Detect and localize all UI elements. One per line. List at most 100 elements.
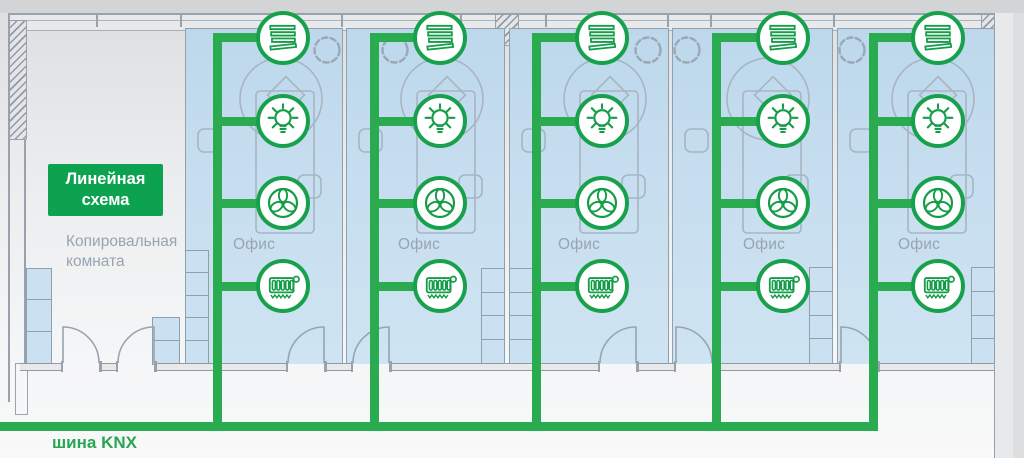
door-jamb (838, 361, 841, 372)
wall-tick (341, 13, 343, 27)
cabinet-cell (186, 273, 208, 296)
door-jamb (877, 361, 880, 372)
cabinet-cell (27, 332, 51, 362)
lighting-icon (413, 94, 467, 148)
cabinet-cell (972, 339, 994, 362)
blinds-icon (575, 11, 629, 65)
ventilation-icon-glyph (424, 187, 456, 219)
cabinet-cell (810, 339, 832, 362)
cabinet-cell (27, 300, 51, 332)
cabinet-cell (810, 292, 832, 316)
ventilation-icon (575, 176, 629, 230)
lighting-icon-glyph (586, 103, 618, 134)
door-jamb (636, 361, 639, 372)
wall-tick (460, 13, 462, 27)
door-jamb (285, 361, 288, 372)
left-wall-hatch (9, 20, 27, 140)
heating-icon-glyph (768, 275, 800, 300)
cabinet-cell (810, 268, 832, 292)
heating-icon-glyph (268, 275, 300, 300)
knx-trunk-line (213, 33, 222, 431)
knx-branch-line (378, 116, 440, 126)
cabinet-cell (482, 293, 504, 317)
lighting-icon-glyph (922, 103, 954, 134)
right-outer-wall (994, 13, 1014, 458)
blinds-icon-glyph (426, 24, 455, 51)
blinds-icon (413, 11, 467, 65)
heating-icon-glyph (923, 275, 955, 300)
wall-tick (180, 13, 182, 27)
wall-tick (833, 13, 835, 27)
wall-tick (710, 13, 712, 27)
knx-trunk-line (712, 33, 721, 431)
cabinet-cell (510, 340, 532, 363)
door-jamb (324, 361, 327, 372)
wall-segment (324, 363, 353, 371)
wall-segment (877, 363, 994, 371)
cabinet-cell (510, 316, 532, 340)
blinds-icon-glyph (269, 24, 298, 51)
knx-branch-line (877, 281, 938, 291)
door-jamb (115, 361, 118, 372)
wall-segment (99, 363, 118, 371)
door-jamb (99, 361, 102, 372)
knx-bus-label: шина KNX (52, 433, 137, 452)
wall-segment (636, 363, 676, 371)
ventilation-icon-glyph (922, 187, 954, 219)
wall-tick (667, 13, 669, 27)
knx-branch-line (877, 116, 938, 126)
cabinet-cell (27, 269, 51, 301)
copy-room-label: Копировальная комната (66, 233, 178, 270)
door-jamb (597, 361, 600, 372)
lighting-icon (256, 94, 310, 148)
door-jamb (350, 361, 353, 372)
cabinet-cell (186, 296, 208, 319)
blinds-icon-glyph (924, 24, 953, 51)
blinds-icon-glyph (769, 24, 798, 51)
ventilation-icon (756, 176, 810, 230)
top-margin-strip (0, 0, 1024, 13)
knx-branch-line (720, 116, 783, 126)
cabinet-cell (510, 293, 532, 317)
knx-branch-line (712, 33, 783, 42)
knx-branch-line (221, 281, 283, 291)
blinds-icon (256, 11, 310, 65)
blinds-icon-glyph (588, 24, 617, 51)
knx-branch-line (213, 33, 283, 42)
lighting-icon (575, 94, 629, 148)
ventilation-icon (911, 176, 965, 230)
cabinet-cell (186, 318, 208, 341)
door-jamb (60, 361, 63, 372)
knx-branch-line (221, 198, 283, 208)
knx-branch-line (540, 198, 602, 208)
cabinet (481, 268, 505, 365)
lighting-icon (756, 94, 810, 148)
ventilation-icon-glyph (267, 187, 299, 219)
cabinet-cell (972, 316, 994, 340)
scheme-type-badge: Линейная схема (48, 164, 163, 216)
knx-branch-line (370, 33, 440, 42)
knx-bus-line (0, 422, 878, 431)
knx-branch-line (378, 198, 440, 208)
knx-branch-line (540, 281, 602, 291)
door-jamb (389, 361, 392, 372)
cabinet-cell (482, 340, 504, 363)
cabinet-cell (972, 268, 994, 292)
scheme-type-label: Линейная схема (65, 170, 146, 209)
cabinet (971, 267, 995, 365)
right-margin (1013, 13, 1024, 458)
door-jamb (154, 361, 157, 372)
knx-branch-line (720, 281, 783, 291)
cabinet (152, 317, 180, 365)
knx-branch-line (532, 33, 602, 42)
cabinet (26, 268, 52, 365)
knx-branch-line (877, 198, 938, 208)
heating-icon-glyph (587, 275, 619, 300)
cabinet-cell (482, 269, 504, 293)
ventilation-icon-glyph (586, 187, 618, 219)
knx-branch-line (221, 116, 283, 126)
lighting-icon-glyph (267, 103, 299, 134)
lighting-icon-glyph (424, 103, 456, 134)
wall-tick (96, 13, 98, 27)
